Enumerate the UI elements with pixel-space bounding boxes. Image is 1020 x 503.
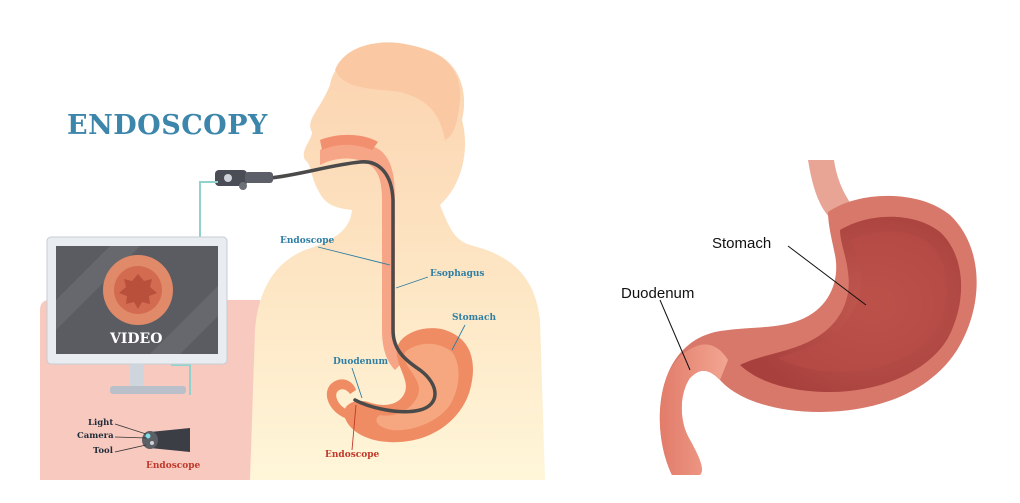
cable	[199, 181, 218, 242]
label-esophagus: Esophagus	[430, 269, 485, 279]
endoscope-tip	[114, 423, 190, 453]
label-tool: Tool	[93, 446, 113, 456]
monitor	[46, 236, 228, 394]
label-endoscope-lower: Endoscope	[325, 450, 380, 460]
stomach-right	[659, 160, 977, 475]
left-leader-lines	[317, 246, 466, 399]
label-camera: Camera	[77, 431, 114, 441]
label-stomach-right: Stomach	[712, 235, 772, 252]
endoscope-tube	[268, 160, 437, 414]
label-duodenum-left: Duodenum	[333, 357, 388, 367]
monitor-video-label: VIDEO	[110, 331, 163, 347]
label-endoscope-upper: Endoscope	[280, 236, 335, 246]
right-leader-lines	[659, 245, 867, 371]
endoscope-handle	[215, 170, 273, 190]
duodenum-left	[326, 379, 356, 418]
label-stomach-left: Stomach	[452, 313, 497, 323]
label-duodenum-right: Duodenum	[621, 285, 695, 302]
label-light: Light	[88, 418, 114, 428]
label-endoscope-tip: Endoscope	[146, 461, 201, 471]
throat	[320, 142, 405, 370]
page-title: ENDOSCOPY	[67, 110, 268, 141]
